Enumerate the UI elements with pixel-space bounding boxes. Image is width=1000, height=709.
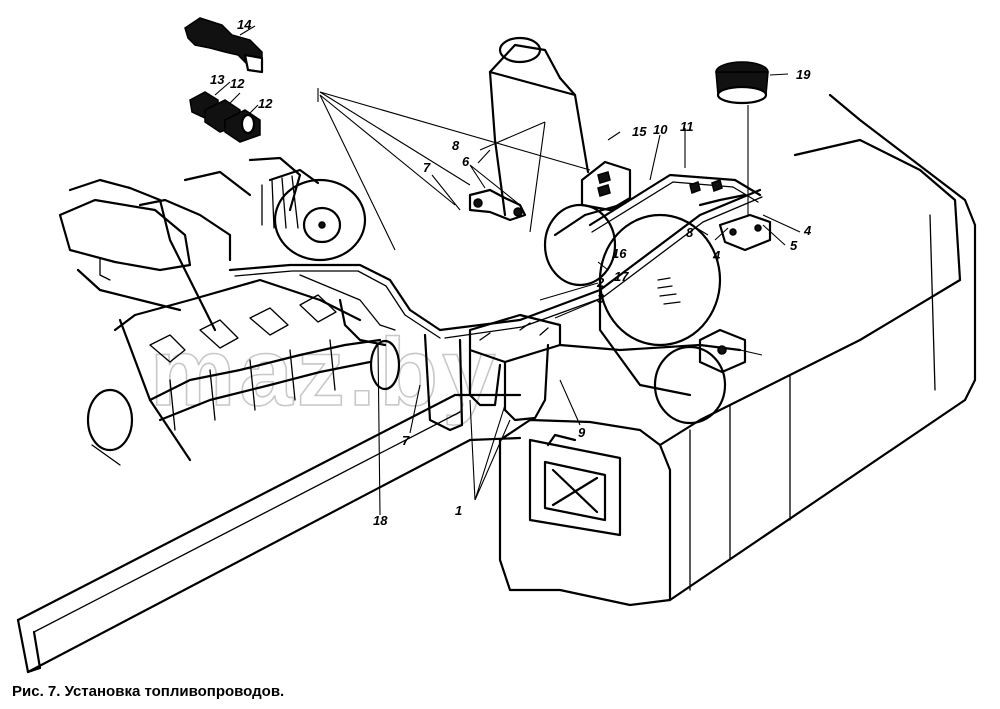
figure-caption: Рис. 7. Установка топливопроводов. bbox=[12, 683, 285, 700]
callout-19: 19 bbox=[796, 67, 811, 82]
frame-rail bbox=[16, 393, 522, 674]
callout-10: 10 bbox=[653, 122, 668, 137]
callout-16: 16 bbox=[612, 246, 627, 261]
filler-cap bbox=[715, 61, 769, 215]
callout-5: 5 bbox=[790, 238, 798, 253]
detail-parts bbox=[184, 17, 264, 143]
engine-block bbox=[58, 156, 382, 466]
filter-drum bbox=[543, 203, 727, 425]
callout-2: 2 bbox=[596, 275, 605, 290]
callout-3: 3 bbox=[597, 291, 605, 306]
watermark-text: maz.by bbox=[150, 319, 499, 426]
callout-6: 6 bbox=[462, 154, 470, 169]
callout-8-upper: 8 bbox=[452, 138, 460, 153]
callout-12-left: 12 bbox=[230, 76, 245, 91]
callout-15: 15 bbox=[632, 124, 647, 139]
callout-4-upper: 4 bbox=[803, 223, 812, 238]
callout-1: 1 bbox=[455, 503, 462, 518]
callout-14: 14 bbox=[237, 17, 252, 32]
callout-4-lower: 4 bbox=[712, 248, 721, 263]
callout-11: 11 bbox=[680, 119, 694, 134]
callout-17: 17 bbox=[614, 269, 629, 284]
callout-8-right: 8 bbox=[686, 225, 694, 240]
leader-lines bbox=[214, 25, 801, 516]
callout-numbers: 1 2 3 4 4 5 6 7 7 8 8 9 10 11 12 12 13 1… bbox=[210, 17, 812, 528]
intake-pipe bbox=[488, 36, 590, 217]
callout-9: 9 bbox=[578, 425, 586, 440]
callout-18: 18 bbox=[373, 513, 388, 528]
fuel-tank bbox=[498, 93, 977, 607]
callout-12-right: 12 bbox=[258, 96, 273, 111]
callout-13: 13 bbox=[210, 72, 225, 87]
callout-7-lower: 7 bbox=[402, 433, 410, 448]
callout-7-upper: 7 bbox=[423, 160, 431, 175]
